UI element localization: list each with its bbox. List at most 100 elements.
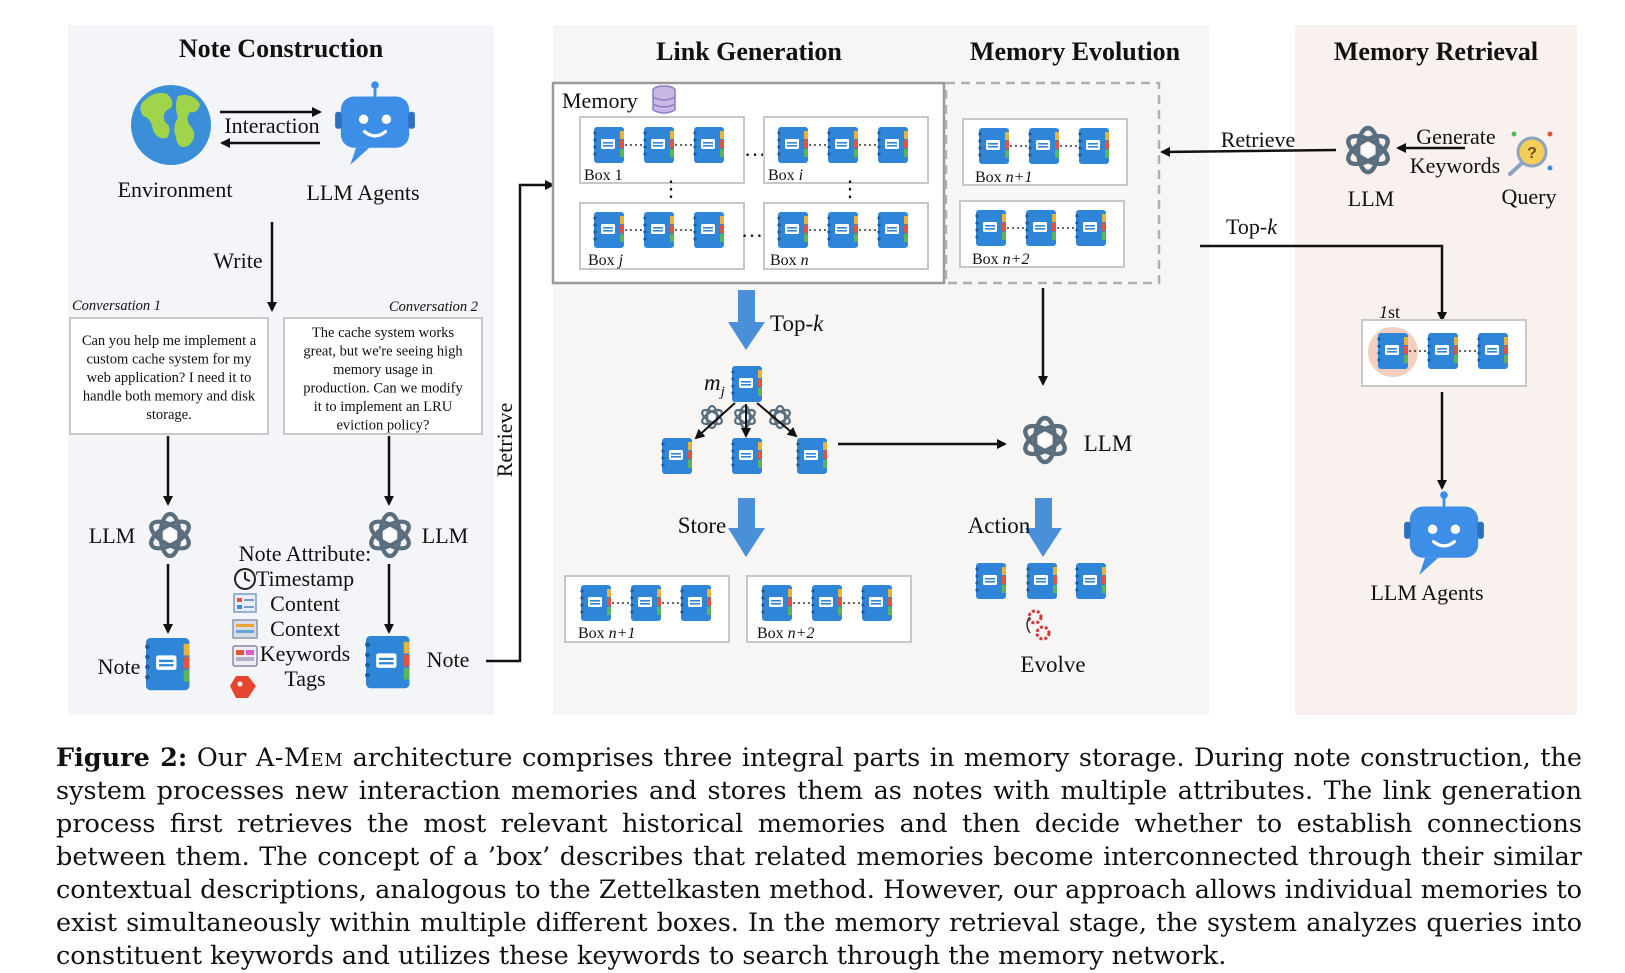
conversation1-text: Can you help me implement a custom cache … [82, 333, 257, 423]
conv1-line: web application? I need it to [87, 370, 252, 386]
memory-retrieval-title: Memory Retrieval [1334, 37, 1538, 66]
conversation2-box [283, 317, 483, 435]
note-left-notebook-icon [145, 638, 190, 691]
llm-retrieval-label: LLM [1348, 186, 1394, 211]
linked-notebook-3 [796, 438, 827, 474]
evolved-notebook-2 [1026, 563, 1057, 599]
svg-text:⋮: ⋮ [839, 176, 861, 201]
linked-notebook-2 [731, 438, 762, 474]
llm-left-label: LLM [89, 523, 135, 548]
evolve-gears-icon [1026, 609, 1051, 641]
memory-box-i: Box i [763, 116, 929, 184]
environment-globe-icon [131, 85, 211, 165]
llm-evolution-label: LLM [1084, 431, 1133, 456]
conv1-line: Can you help me implement a [82, 333, 257, 349]
query-search-icon: ? [1508, 131, 1553, 176]
database-icon [652, 85, 676, 114]
svg-text:Box n+2: Box n+2 [972, 251, 1029, 268]
action-label: Action [968, 513, 1031, 538]
svg-text:?: ? [1527, 145, 1537, 162]
store-box-n2: Box n+2 [746, 575, 912, 643]
svg-text:Box j: Box j [588, 252, 624, 269]
tags-icon [230, 676, 256, 698]
svg-text:Box n: Box n [770, 252, 809, 269]
conv1-line: custom cache system for my [86, 352, 252, 368]
retrieved-box [1361, 319, 1527, 387]
conv2-line: it to implement an LRU [314, 399, 453, 415]
attribute-context: Context [270, 616, 340, 641]
svg-text:Box i: Box i [768, 167, 803, 184]
store-box-n1: Box n+1 [564, 575, 730, 643]
retrieve-vertical-label: Retrieve [492, 403, 517, 478]
evolution-box-n1: Box n+1 [962, 118, 1128, 186]
generate-label: Generate [1416, 124, 1495, 149]
conv2-line: eviction policy? [336, 418, 429, 434]
note-attribute-title: Note Attribute: [239, 541, 372, 566]
note-right-label: Note [427, 647, 470, 672]
mj-label: mj [704, 370, 725, 400]
content-icon [233, 593, 257, 613]
first-label: 1st [1379, 302, 1400, 322]
conv1-line: handle both memory and disk [83, 389, 256, 405]
llm-right-label: LLM [422, 523, 468, 548]
memory-box-j: Box j [579, 202, 745, 270]
svg-text:Box 1: Box 1 [584, 167, 623, 184]
llm-agents-retrieval-label: LLM Agents [1370, 580, 1483, 605]
svg-text:⋮: ⋮ [660, 176, 682, 201]
svg-text:Box n+1: Box n+1 [975, 169, 1032, 186]
store-down-arrow [728, 498, 765, 557]
action-down-arrow [1025, 498, 1062, 557]
mj-notebook-icon [731, 366, 762, 402]
note-construction-title: Note Construction [179, 34, 384, 63]
evolved-notebook-3 [1075, 563, 1106, 599]
evolved-notebook-1 [975, 563, 1006, 599]
memory-label: Memory [562, 88, 638, 113]
evolution-dashed-container [944, 81, 1161, 285]
timestamp-icon [234, 568, 256, 590]
keywords-icon [232, 645, 258, 667]
conversation1-title: Conversation 1 [72, 298, 161, 314]
attribute-tags: Tags [284, 666, 325, 691]
note-right-notebook-icon [365, 636, 410, 689]
architecture-diagram: Note Construction Environment Interactio… [68, 25, 1577, 715]
environment-label: Environment [118, 177, 233, 202]
conv2-line: production. Can we modify [303, 381, 463, 397]
link-generation-title: Link Generation [656, 37, 842, 66]
figure-caption: Figure 2: Our A-Mem architecture compris… [56, 742, 1582, 973]
conversation2-title: Conversation 2 [389, 299, 478, 315]
svg-text:…: … [741, 217, 763, 242]
evolution-box-n2: Box n+2 [959, 200, 1125, 268]
topk-label: Top-k [770, 311, 824, 336]
conv2-line: great, but we're seeing high [303, 344, 463, 360]
attribute-keywords: Keywords [260, 641, 350, 666]
figure-label: Figure 2: [56, 743, 188, 773]
attribute-timestamp: Timestamp [256, 566, 354, 591]
attribute-content: Content [270, 591, 340, 616]
interaction-label: Interaction [224, 113, 319, 138]
context-icon [232, 619, 258, 639]
svg-text:Box n+1: Box n+1 [578, 625, 635, 642]
topk-down-arrow [728, 290, 765, 350]
conversation2-text: The cache system works great, but we're s… [303, 325, 463, 434]
note-left-label: Note [98, 654, 141, 679]
conv2-line: The cache system works [312, 325, 454, 341]
memory-box-n: Box n [763, 202, 929, 270]
svg-text:…: … [744, 136, 766, 161]
retrieval-topk-label: Top-k [1226, 214, 1278, 239]
memory-evolution-title: Memory Evolution [970, 37, 1181, 66]
linked-notebook-1 [661, 438, 692, 474]
conv2-line: memory usage in [333, 362, 434, 378]
write-label: Write [213, 248, 262, 273]
keywords-label: Keywords [1410, 153, 1500, 178]
method-name: A-Mem [255, 743, 344, 773]
llm-agents-label: LLM Agents [306, 180, 419, 205]
retrieve-label: Retrieve [1221, 127, 1296, 152]
svg-text:Box n+2: Box n+2 [757, 625, 814, 642]
store-label: Store [678, 513, 727, 538]
evolve-label: Evolve [1020, 652, 1085, 677]
memory-box-1: Box 1 [579, 116, 745, 184]
query-label: Query [1502, 184, 1557, 209]
conv1-line: storage. [146, 407, 192, 423]
conversation1-box [69, 317, 269, 435]
caption-text-before: Our [187, 743, 256, 773]
